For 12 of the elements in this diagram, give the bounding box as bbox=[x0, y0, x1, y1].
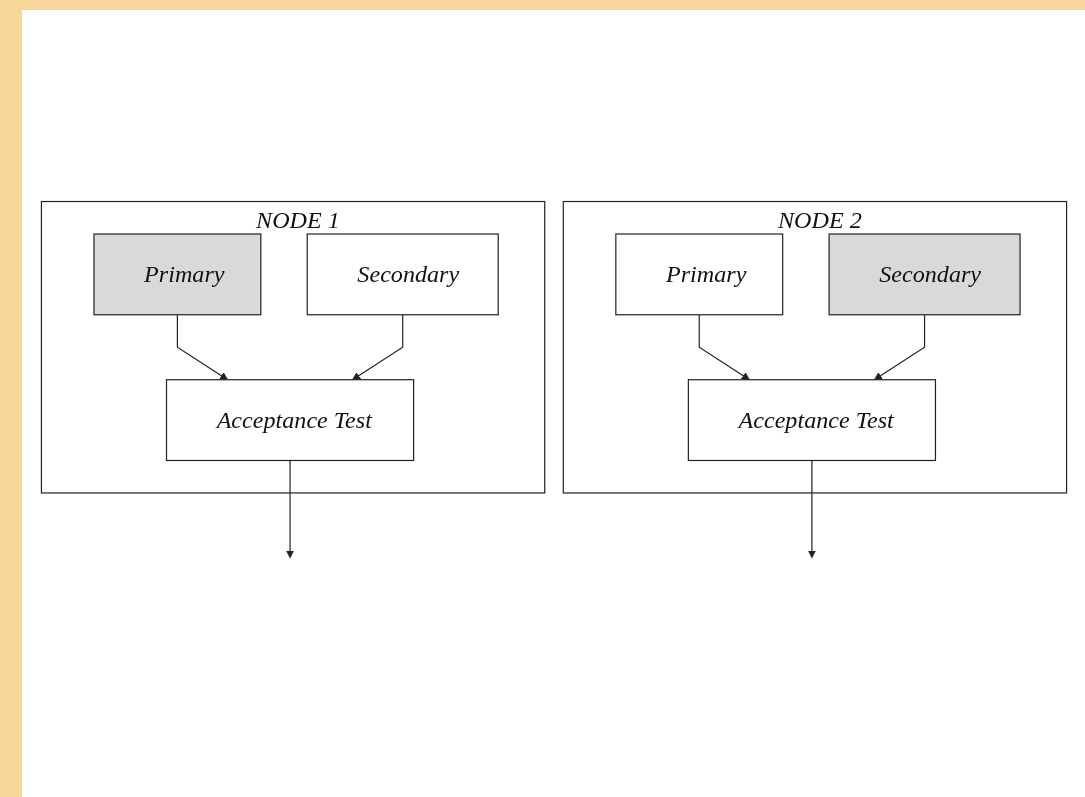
arrow bbox=[285, 459, 294, 558]
node-box: Primary bbox=[614, 232, 783, 315]
arrow bbox=[807, 459, 816, 558]
arrow bbox=[873, 313, 925, 380]
node-box: Primary bbox=[92, 232, 261, 315]
arrow bbox=[351, 313, 403, 380]
arrow bbox=[176, 313, 228, 380]
node-box: Acceptance Test bbox=[165, 378, 414, 461]
node-box: Secondary bbox=[306, 232, 499, 315]
node-box: Acceptance Test bbox=[687, 378, 936, 461]
node-box: Secondary bbox=[828, 232, 1021, 315]
arrow bbox=[698, 313, 750, 380]
